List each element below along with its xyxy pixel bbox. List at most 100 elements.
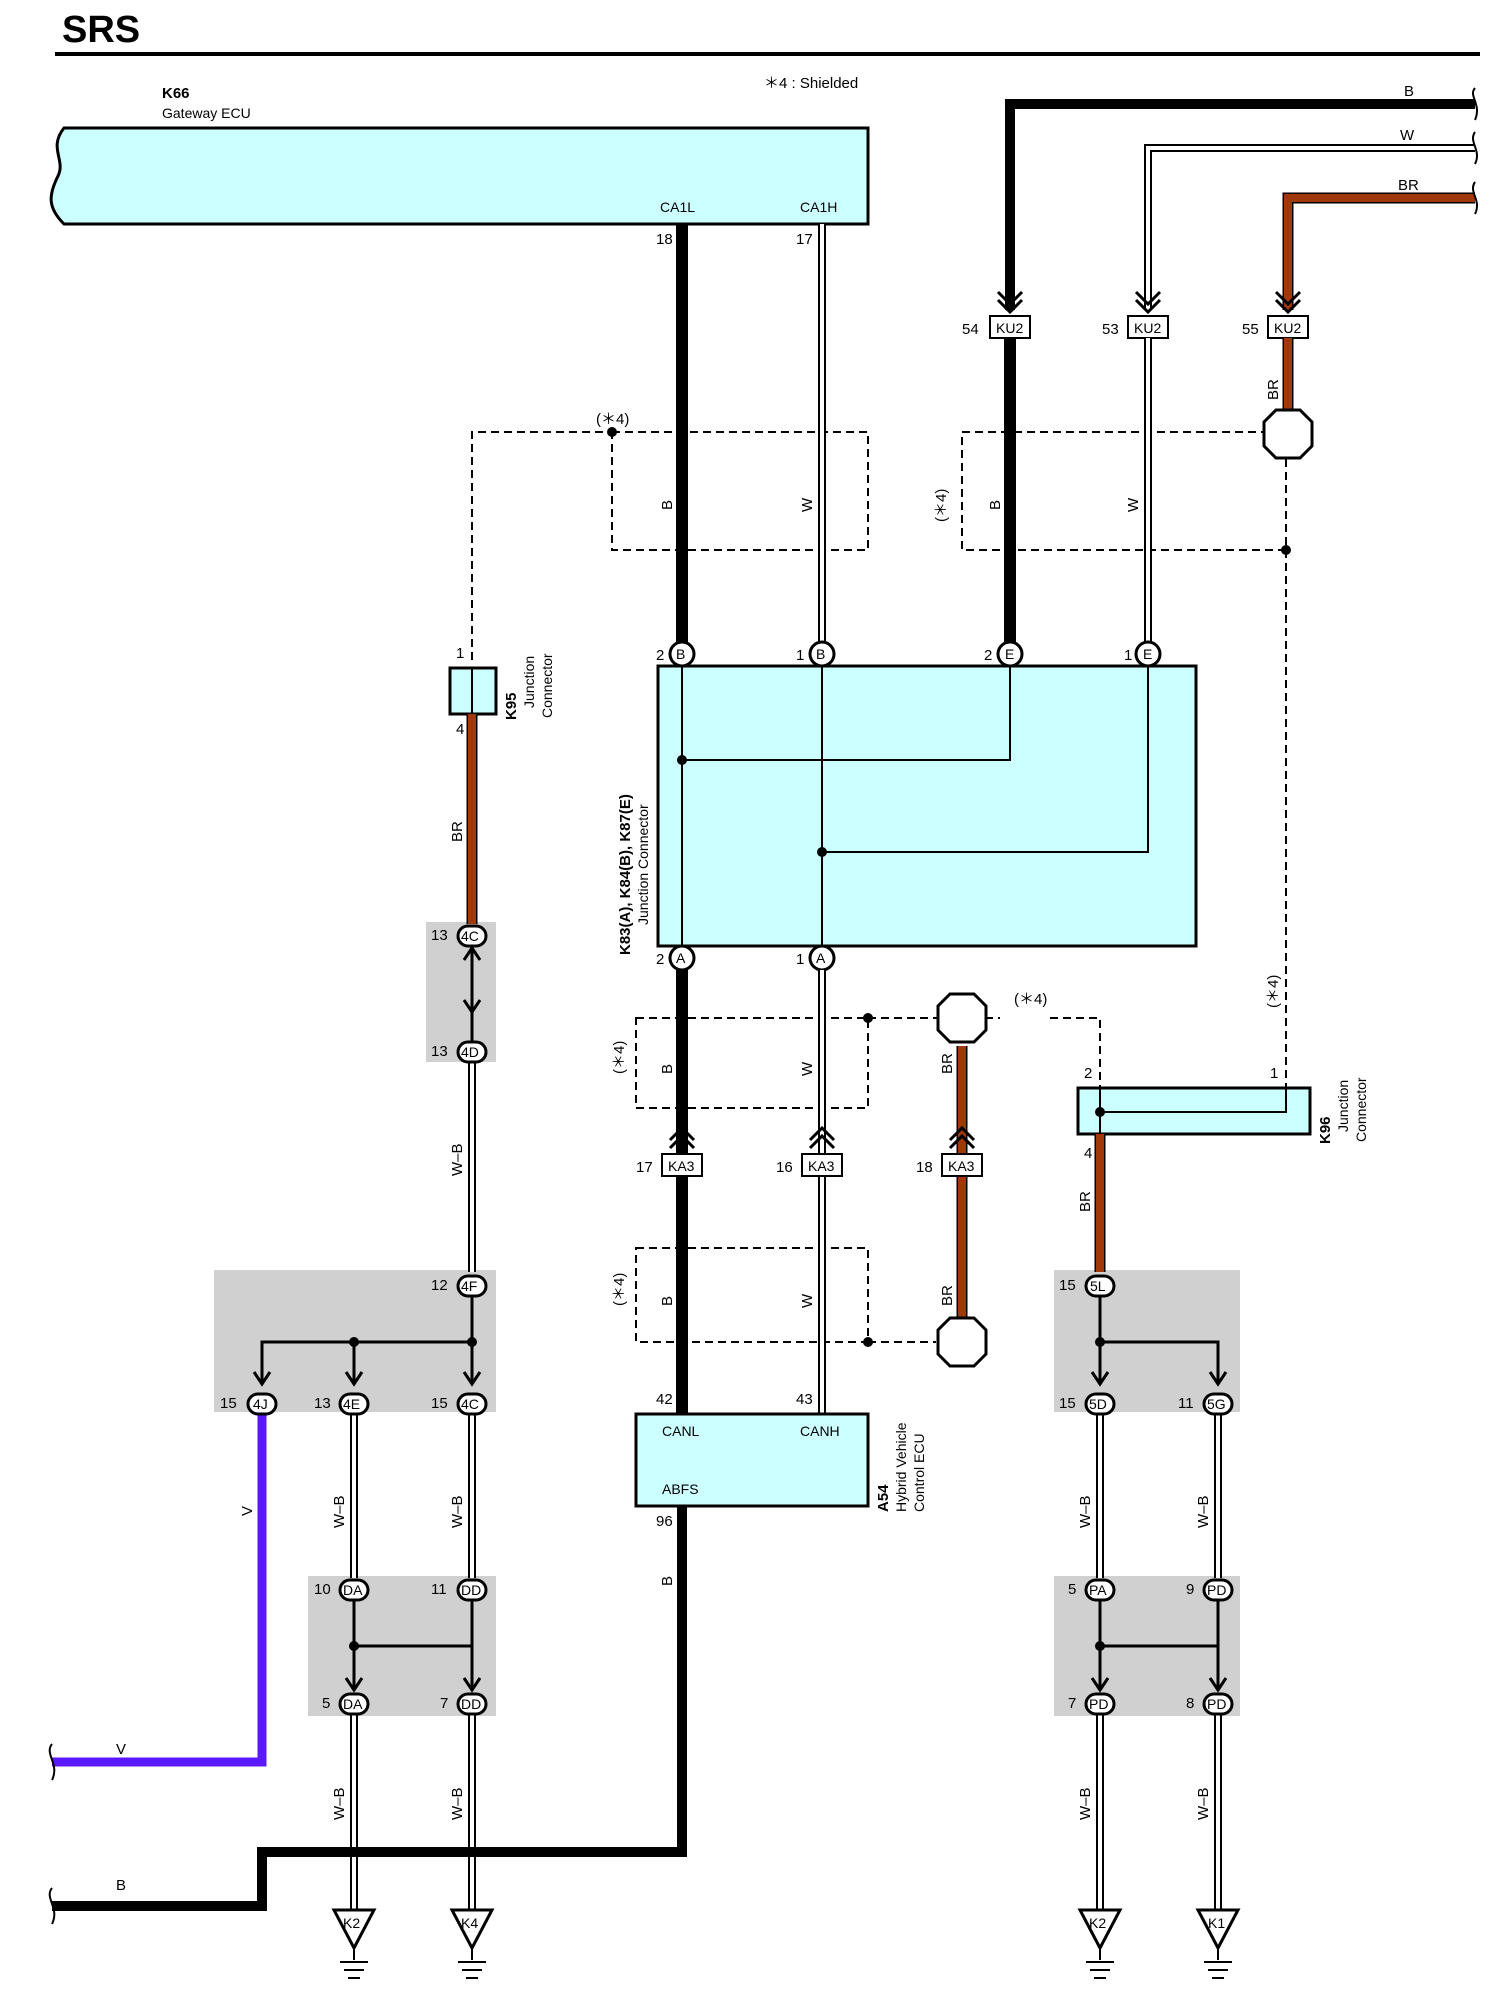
ku2-label-55: KU2: [1274, 320, 1301, 336]
a54-id: A54: [875, 1484, 892, 1512]
a54-abfs: ABFS: [662, 1481, 699, 1497]
jc-id: K83(A), K84(B), K87(E): [617, 794, 634, 955]
wire-label-b-1: B: [659, 500, 676, 510]
ka3-connector-17[interactable]: KA3: [661, 1153, 703, 1177]
wire-label-b-4: B: [659, 1296, 676, 1306]
k66-pin-ca1l: CA1L: [660, 199, 695, 215]
k96-pin-1: 1: [1270, 1065, 1278, 1082]
num-4c-15: 15: [431, 1395, 448, 1412]
wire-label-wb-8: W–B: [1077, 1787, 1094, 1820]
shield-junctions: [607, 427, 1291, 1347]
num-da-5: 5: [322, 1695, 330, 1712]
k95-pin-4: 4: [456, 721, 464, 738]
wire-label-b-2: B: [987, 500, 1004, 510]
pill-da-top: DA: [343, 1582, 363, 1598]
k96-name-1: Junction: [1335, 1080, 1351, 1132]
pill-pd-top: PD: [1207, 1582, 1226, 1598]
ka3-pin-16: 16: [776, 1159, 793, 1176]
num-5l-15: 15: [1059, 1277, 1076, 1294]
jc-num-b1: 1: [796, 647, 804, 664]
wire-label-v-1: V: [239, 1506, 256, 1516]
pill-dd-bottom: DD: [461, 1696, 481, 1712]
ku2-connector-54[interactable]: KU2: [989, 315, 1031, 339]
ku2-label-53: KU2: [1134, 320, 1161, 336]
k66-pin-ca1h: CA1H: [800, 199, 837, 215]
wire-label-wb-9: W–B: [1195, 1787, 1212, 1820]
k66-gateway-ecu[interactable]: K66 Gateway ECU CA1L CA1H: [49, 85, 870, 226]
ka3-connector-18[interactable]: KA3: [941, 1153, 983, 1177]
pill-4j: 4J: [253, 1396, 268, 1412]
left-chain-wires: [48, 936, 482, 1910]
top-right-wires: [1005, 87, 1478, 310]
ground-k2-left-label: K2: [343, 1915, 360, 1931]
pill-pd-bottom-2: PD: [1207, 1696, 1226, 1712]
ground-k4[interactable]: K4: [449, 1908, 495, 1979]
lower-can-wires: [48, 970, 976, 1925]
pill-5g: 5G: [1207, 1396, 1226, 1412]
num-4j-15: 15: [220, 1395, 237, 1412]
ku2-connector-53[interactable]: KU2: [1127, 315, 1169, 339]
pill-5d: 5D: [1089, 1396, 1107, 1412]
pill-dd-top: DD: [461, 1582, 481, 1598]
k95-id: K95: [503, 692, 520, 720]
k95-name-2: Connector: [539, 653, 555, 718]
pill-4f: 4F: [461, 1278, 477, 1294]
shield-note: ＊4 : Shielded: [764, 75, 858, 92]
ku2-connector-55[interactable]: KU2: [1267, 315, 1309, 339]
wire-label-br-5: BR: [1077, 1191, 1094, 1212]
wire-label-wb-6: W–B: [1077, 1495, 1094, 1528]
shield-tag-3: (＊4): [933, 489, 950, 522]
wire-label-top-b: B: [1404, 83, 1414, 100]
ka3-pin-18: 18: [916, 1159, 933, 1176]
wire-label-br-4: BR: [939, 1285, 956, 1306]
ku2-pin-53: 53: [1102, 321, 1119, 338]
ka3-pin-17: 17: [636, 1159, 653, 1176]
wire-label-wb-4: W–B: [331, 1787, 348, 1820]
k96-name-2: Connector: [1353, 1077, 1369, 1142]
pill-pa: PA: [1089, 1582, 1107, 1598]
k66-pin-17: 17: [796, 231, 813, 248]
wire-label-w-2: W: [1125, 497, 1142, 512]
ka3-label-18: KA3: [948, 1158, 975, 1174]
junction-connector-k83-k84-k87[interactable]: [656, 664, 1198, 948]
ka3-label-16: KA3: [808, 1158, 835, 1174]
jc-num-a1: 1: [796, 951, 804, 968]
a54-hybrid-vehicle-control-ecu[interactable]: CANL CANH ABFS: [634, 1412, 870, 1508]
ka3-connector-16[interactable]: KA3: [801, 1153, 843, 1177]
a54-pin-42: 42: [656, 1391, 673, 1408]
wire-label-b-3: B: [659, 1064, 676, 1074]
k95-junction-connector[interactable]: [448, 666, 498, 716]
jc-pin-b-2: B: [676, 646, 685, 662]
upper-can-wires: [676, 224, 1294, 654]
shield-boxes: [471, 431, 1287, 1343]
left-pills: [246, 924, 488, 1716]
a54-pin-43: 43: [796, 1391, 813, 1408]
shield-tag-2: (＊4): [1014, 991, 1047, 1008]
wire-label-b-5: B: [659, 1576, 676, 1586]
k66-name: Gateway ECU: [162, 105, 251, 121]
jc-pins-top: [668, 640, 1162, 972]
k96-junction-connector[interactable]: [1076, 1086, 1312, 1136]
jc-pin-e-2: E: [1005, 646, 1014, 662]
ground-k2-left[interactable]: K2: [331, 1908, 377, 1979]
a54-canl: CANL: [662, 1423, 700, 1439]
pill-da-bottom: DA: [343, 1696, 363, 1712]
wire-label-wb-2: W–B: [331, 1495, 348, 1528]
left-chain-dots: [349, 1337, 477, 1651]
num-da-10: 10: [314, 1581, 331, 1598]
wire-label-w-3: W: [799, 1061, 816, 1076]
a54-canh: CANH: [800, 1423, 840, 1439]
num-4c-13: 13: [431, 927, 448, 944]
ground-k2-right[interactable]: K2: [1077, 1908, 1123, 1979]
pill-4d: 4D: [461, 1044, 479, 1060]
wire-label-w-4: W: [799, 1293, 816, 1308]
wire-label-wb-7: W–B: [1195, 1495, 1212, 1528]
pill-pd-bottom-1: PD: [1089, 1696, 1108, 1712]
ground-k1[interactable]: K1: [1195, 1908, 1241, 1979]
k96-pin-2: 2: [1084, 1065, 1092, 1082]
pill-4e: 4E: [343, 1396, 360, 1412]
pill-4c-bottom: 4C: [461, 1396, 479, 1412]
ground-k2-right-label: K2: [1089, 1915, 1106, 1931]
jc-num-b2: 2: [656, 647, 664, 664]
